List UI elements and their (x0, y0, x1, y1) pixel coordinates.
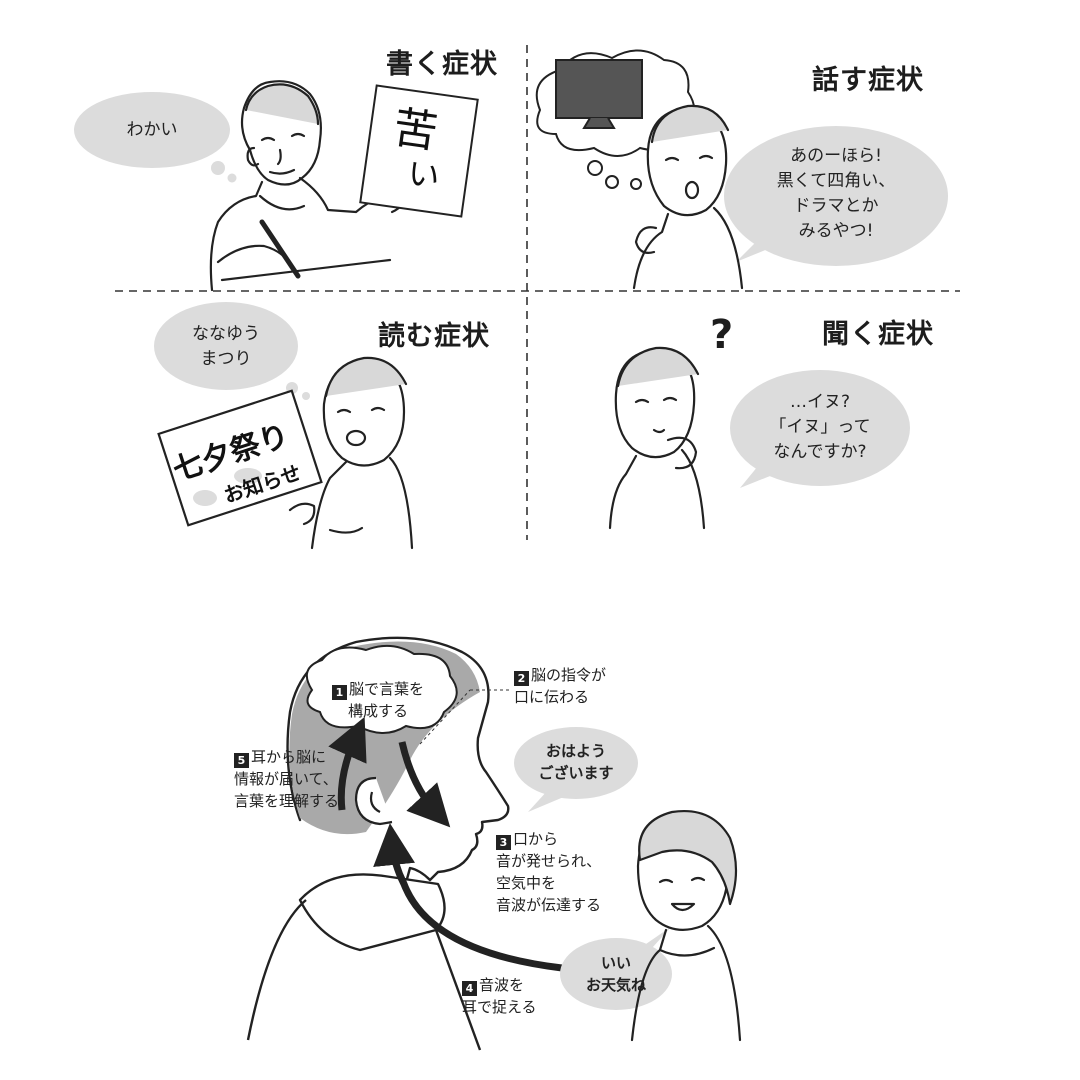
speech-line: 「イヌ」って (769, 417, 871, 437)
step-line: 音波を (479, 976, 525, 994)
speech-bubble (724, 126, 948, 266)
step-number-badge: 2 (514, 671, 529, 686)
speech-line: ドラマとか (793, 196, 879, 216)
elderly-man-writing (209, 80, 404, 292)
step-line: 脳で言葉を (348, 680, 424, 698)
speech-line: みるやつ! (798, 221, 874, 241)
speaking-bubble-text: あのーほら! 黒くて四角い、 ドラマとか みるやつ! (724, 144, 948, 244)
hearing-bubble-text: …イヌ? 「イヌ」って なんですか? (730, 390, 910, 465)
elderly-man-listening (608, 346, 706, 530)
shirt-collar (246, 873, 446, 1041)
speech-line: …イヌ? (789, 392, 851, 412)
paper-char-2: い (405, 153, 443, 197)
thought-bubble (154, 302, 310, 400)
arrow-brain-to-mouth (398, 741, 451, 828)
speech-line: なんですか? (773, 442, 867, 462)
writing-heading: 書く症状 (386, 49, 498, 80)
speech-line: ございます (538, 764, 614, 782)
step-line: 空気中を (496, 874, 557, 892)
speaking-heading: 話す症状 (812, 65, 924, 96)
writing-thought-text: わかい (74, 118, 230, 143)
festival-notice-paper (157, 389, 323, 527)
speech-line: いい (600, 954, 631, 972)
speech-chain-diagram (246, 636, 742, 1051)
arrow-ear-to-brain (328, 716, 367, 811)
elderly-man-speaking (632, 104, 744, 290)
speaking-panel-art (535, 49, 948, 290)
hearing-panel-art (608, 346, 910, 530)
hearing-heading: 聞く症状 (822, 319, 934, 350)
thought-line: ななゆう (192, 324, 260, 344)
thought-line: まつり (200, 349, 252, 369)
step-number-badge: 5 (234, 753, 249, 768)
step-line: 耳から脳に (251, 748, 327, 766)
reading-thought-text: ななゆう まつり (154, 322, 298, 372)
question-mark-icon: ? (710, 312, 735, 358)
step-line: 言葉を理解する (234, 792, 340, 810)
speech-line: おはよう (545, 742, 606, 760)
step-2-pointer (419, 689, 471, 745)
speech-line: 黒くて四角い、 (776, 171, 896, 191)
speech-line: あのーほら! (790, 146, 882, 166)
elderly-woman (630, 810, 742, 1042)
step-line: 耳で捉える (462, 998, 537, 1016)
speech-line: お天気ね (585, 976, 646, 994)
step-line: 脳の指令が (531, 666, 607, 684)
thought-line: わかい (126, 120, 178, 140)
reading-heading: 読む症状 (378, 321, 490, 352)
step-number-badge: 3 (496, 835, 511, 850)
arrow-sound-wave (373, 823, 563, 972)
step-line: 音波が伝達する (496, 896, 602, 914)
step-line: 口から (513, 830, 559, 848)
ear (354, 776, 393, 826)
elderly-man-reading (288, 356, 414, 550)
step-line: 口に伝わる (514, 688, 590, 706)
step-line: 音が発せられ、 (496, 852, 602, 870)
step-line: 情報が届いて、 (234, 770, 338, 788)
man-greeting-text: おはよう ございます (514, 740, 638, 784)
step-number-badge: 4 (462, 981, 477, 996)
man-speech-bubble (514, 727, 638, 812)
reading-panel-art (154, 302, 414, 550)
step-line: 構成する (347, 702, 408, 720)
tv-icon (555, 59, 643, 129)
speech-bubble (730, 370, 910, 488)
thought-bubble (74, 92, 237, 183)
writing-panel-art (74, 80, 479, 292)
step-number-badge: 1 (331, 685, 347, 700)
handwritten-paper (359, 84, 479, 218)
woman-reply-text: いい お天気ね (560, 952, 672, 996)
